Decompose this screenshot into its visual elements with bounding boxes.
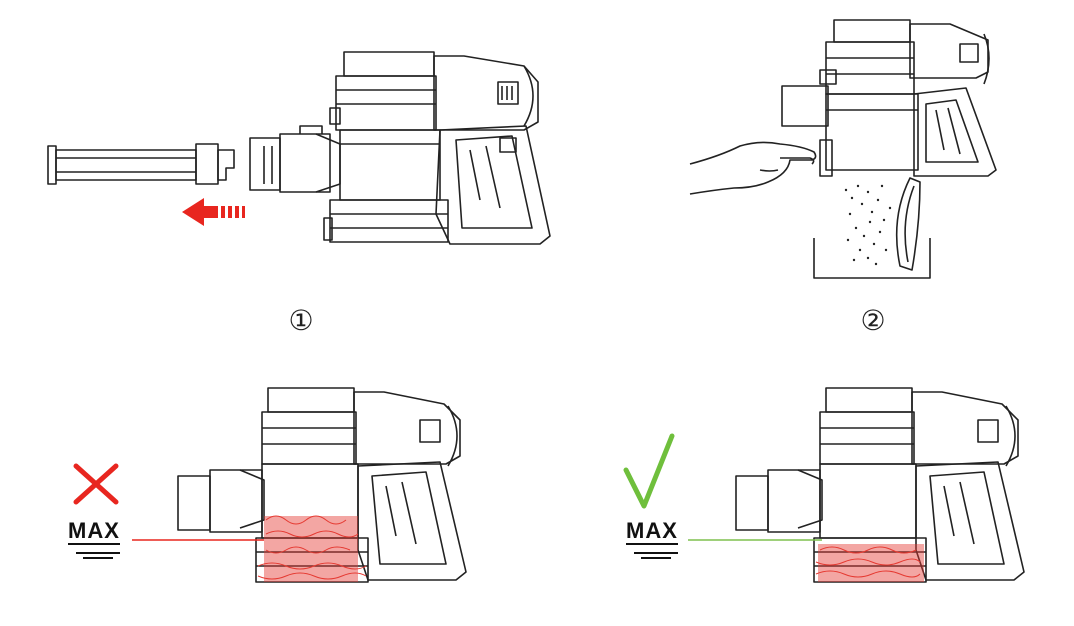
motor-head-4 (819, 387, 1019, 467)
handle (435, 125, 551, 245)
motor-head-2 (825, 19, 990, 95)
panel-4-vacuum (623, 387, 1025, 583)
check-icon (623, 433, 675, 509)
handle-4 (915, 461, 1025, 581)
nozzle (249, 125, 341, 193)
panel-2-vacuum (689, 19, 997, 279)
step-number-1: ① (288, 305, 314, 336)
extension-tube (47, 143, 235, 185)
dust-bin (323, 129, 449, 243)
motor-head-3 (261, 387, 461, 467)
cross-icon (73, 463, 119, 505)
handle-3 (357, 461, 467, 581)
dust-fill-ok (815, 544, 924, 582)
motor-head (329, 51, 539, 131)
dust-bin-2 (819, 93, 919, 177)
panel-3-vacuum (73, 387, 467, 583)
open-lid (895, 177, 921, 271)
hand-icon (689, 141, 817, 195)
pull-arrow-icon (182, 198, 245, 226)
panel-1-vacuum (47, 51, 551, 245)
max-label-right: MAX (626, 518, 678, 545)
dust-fill-overfilled (257, 515, 367, 582)
handle-2 (913, 87, 997, 177)
falling-dust (844, 184, 892, 266)
nozzle-2 (781, 69, 837, 127)
nozzle-3 (177, 469, 265, 533)
step-number-2: ② (860, 305, 886, 336)
trash-container (813, 238, 931, 279)
nozzle-4 (735, 469, 823, 533)
max-label-left: MAX (68, 518, 120, 545)
